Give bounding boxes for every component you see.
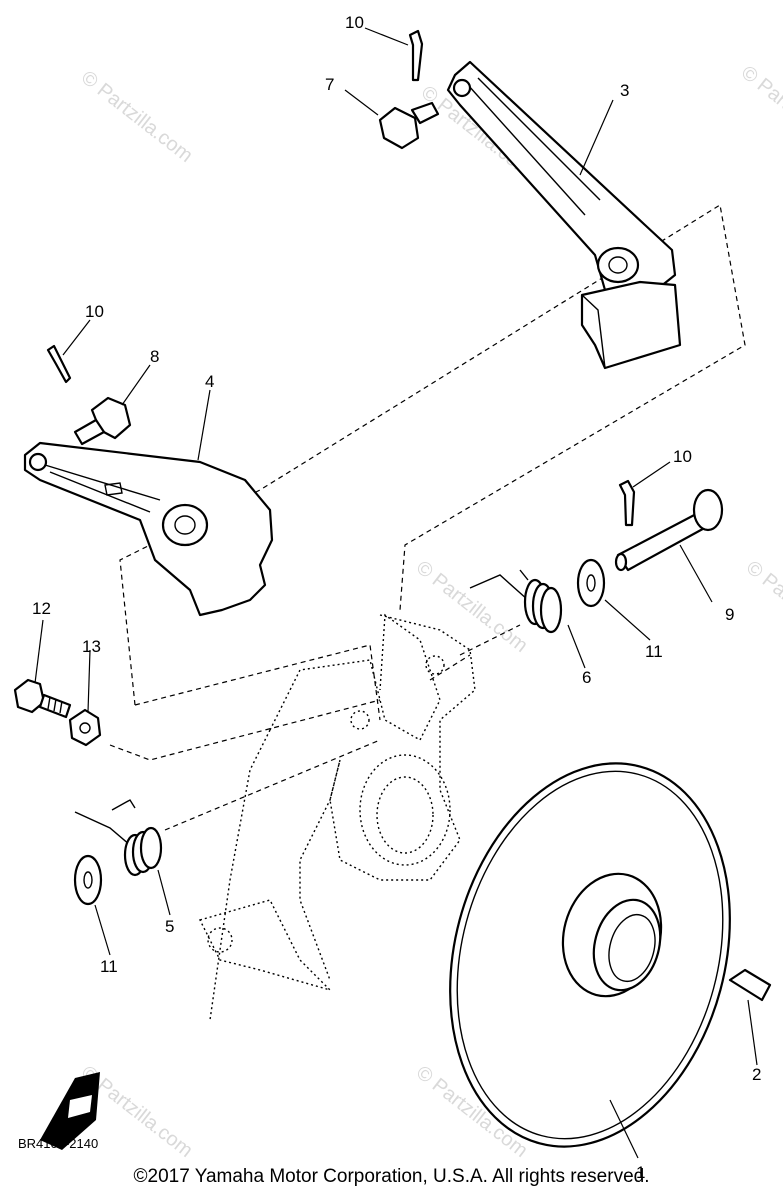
frame-ghost bbox=[198, 613, 476, 1021]
callout-10b: 10 bbox=[85, 302, 104, 321]
callout-10c: 10 bbox=[673, 447, 692, 466]
bolt-12 bbox=[13, 678, 72, 719]
front-arrow-icon bbox=[40, 1072, 100, 1150]
callout-1: 1 bbox=[636, 1163, 645, 1182]
sheave-1 bbox=[449, 762, 731, 1148]
pin-8 bbox=[73, 396, 132, 446]
nut-13 bbox=[68, 708, 102, 747]
callout-9: 9 bbox=[725, 605, 734, 624]
watermark: © Partzilla.com bbox=[737, 62, 783, 162]
callout-12: 12 bbox=[32, 599, 51, 618]
cotter-pin-10b bbox=[46, 344, 72, 384]
callout-11b: 11 bbox=[100, 957, 118, 976]
callout-8: 8 bbox=[150, 347, 159, 366]
shaft-9 bbox=[614, 488, 724, 572]
callout-labels: 1 2 3 4 5 6 7 8 9 10 10 10 11 11 12 13 B… bbox=[18, 13, 761, 1182]
callout-6: 6 bbox=[582, 668, 591, 687]
callout-13: 13 bbox=[82, 637, 101, 656]
spring-5 bbox=[74, 799, 163, 877]
callout-11a: 11 bbox=[645, 642, 663, 661]
leader-lines bbox=[34, 27, 758, 1159]
watermark: © Partzilla.com bbox=[77, 67, 197, 167]
lever-arm-4 bbox=[23, 441, 274, 617]
diagram-code: BR4100-2140 bbox=[18, 1136, 98, 1151]
copyright-notice: ©2017 Yamaha Motor Corporation, U.S.A. A… bbox=[133, 1166, 650, 1187]
key-2 bbox=[728, 968, 772, 1002]
callout-3: 3 bbox=[620, 81, 629, 100]
spring-6 bbox=[469, 569, 563, 634]
watermark: © Partzilla.com bbox=[742, 557, 783, 657]
assembly-lines bbox=[109, 204, 746, 831]
callout-5: 5 bbox=[165, 917, 174, 936]
washer-11b bbox=[73, 854, 103, 906]
callout-4: 4 bbox=[205, 372, 214, 391]
callout-10a: 10 bbox=[345, 13, 364, 32]
cotter-pin-10a bbox=[408, 29, 424, 82]
washer-11a bbox=[576, 558, 606, 608]
pin-7 bbox=[378, 101, 440, 150]
lever-arm-3 bbox=[446, 60, 682, 370]
callout-2: 2 bbox=[752, 1065, 761, 1084]
watermark: © Partzilla.com bbox=[412, 557, 532, 657]
callout-7: 7 bbox=[325, 75, 334, 94]
cotter-pin-10c bbox=[618, 479, 636, 527]
